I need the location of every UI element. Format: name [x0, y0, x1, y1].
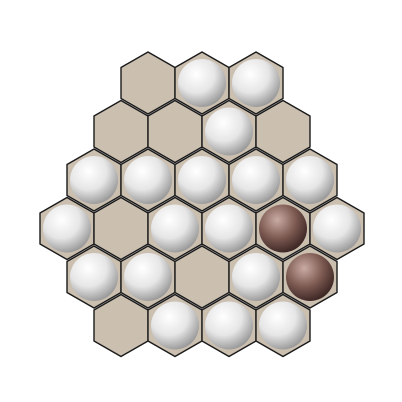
white-marble[interactable] [205, 107, 253, 156]
white-marble[interactable] [70, 156, 118, 204]
white-marble[interactable] [151, 204, 199, 253]
white-marble[interactable] [313, 204, 361, 253]
dark-marble[interactable] [259, 204, 307, 253]
white-marble[interactable] [124, 156, 172, 204]
white-marble[interactable] [178, 59, 226, 107]
white-marble[interactable] [205, 204, 253, 253]
dark-marble[interactable] [286, 253, 334, 301]
white-marble[interactable] [259, 301, 307, 350]
white-marble[interactable] [178, 156, 226, 204]
white-marble[interactable] [70, 253, 118, 301]
white-marble[interactable] [232, 59, 280, 107]
white-marble[interactable] [286, 156, 334, 204]
white-marble[interactable] [43, 204, 91, 253]
board-marbles [43, 59, 361, 350]
white-marble[interactable] [232, 156, 280, 204]
white-marble[interactable] [205, 301, 253, 350]
white-marble[interactable] [232, 253, 280, 301]
white-marble[interactable] [124, 253, 172, 301]
white-marble[interactable] [151, 301, 199, 350]
board-cell-r2-c4[interactable] [255, 99, 311, 164]
